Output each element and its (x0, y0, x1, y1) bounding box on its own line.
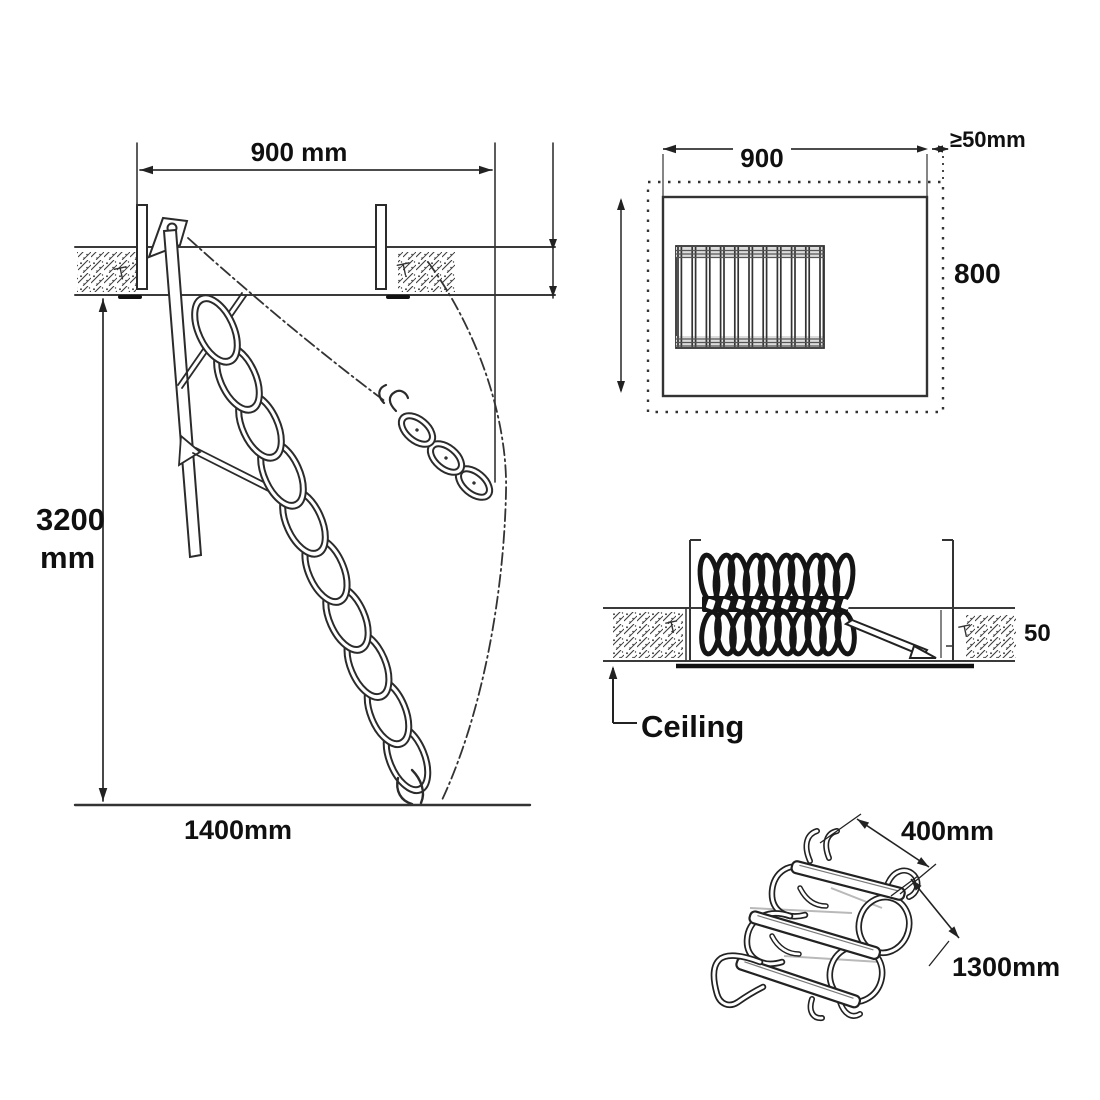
side-height-value-label: 3200 (36, 502, 105, 537)
side-height-unit-label: mm (40, 540, 95, 575)
step-detail-drawing: 400mm 1300mm (710, 813, 1060, 1022)
stowed-hatch-left (613, 612, 683, 658)
dim-step-width (819, 813, 937, 895)
operating-rod (843, 618, 929, 658)
side-opening-width-label: 900 mm (251, 137, 348, 167)
ceiling-label: Ceiling (641, 709, 744, 744)
frame-bar-right (375, 204, 387, 290)
dim-height (98, 298, 108, 802)
plan-frame-outline (661, 195, 929, 398)
folded-ladder-bundle (697, 552, 857, 657)
swing-arc-lower (427, 261, 507, 801)
ceiling-hatch-left (77, 252, 136, 292)
plan-hole-dotted-outline (646, 180, 945, 414)
plan-depth-label: 800 (954, 258, 1001, 289)
plan-folded-ladder (675, 245, 825, 349)
stowed-hatch-right (966, 615, 1016, 658)
dim-opening-width (136, 142, 496, 483)
stowed-thickness-label: 50 (1024, 620, 1051, 647)
plan-view-drawing: 900 ≥50mm 800 (617, 127, 1026, 414)
dim-section-length (890, 875, 960, 967)
ceiling-hatch-right (398, 252, 455, 292)
swing-arc-upper (187, 237, 387, 403)
plan-width-label: 900 (740, 143, 783, 173)
detail-step-width-label: 400mm (901, 816, 994, 846)
side-floor-reach-label: 1400mm (184, 815, 292, 845)
ceiling-callout (608, 666, 637, 724)
chain-segment (397, 412, 494, 501)
frame-bar-left (136, 204, 148, 290)
stowed-view-drawing: 50 Ceiling (603, 539, 1051, 744)
scissor-chain (191, 294, 432, 795)
detail-section-length-label: 1300mm (952, 952, 1060, 982)
plan-clearance-label: ≥50mm (950, 127, 1026, 152)
side-view-drawing: 900 mm 3200 mm 1400mm (36, 137, 557, 845)
